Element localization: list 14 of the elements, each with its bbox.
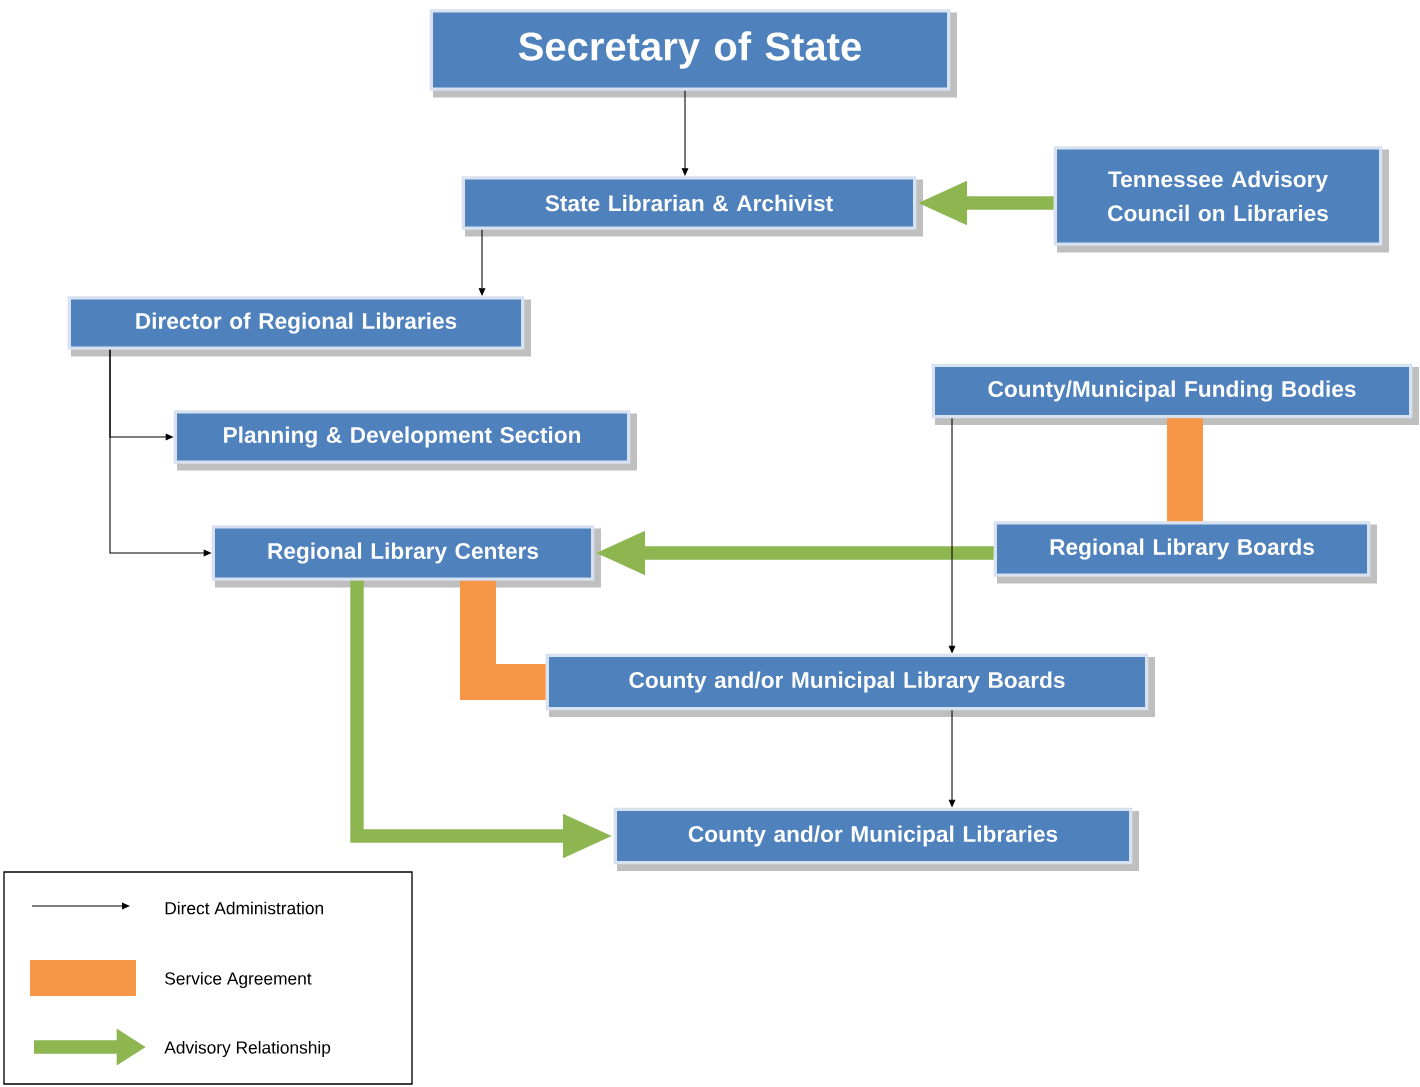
legend-label: Advisory Relationship — [164, 1040, 331, 1058]
org-box: Planning & Development Section — [173, 410, 637, 471]
legend-label: Direct Administration — [165, 901, 323, 915]
legend-label: Service Agreement — [165, 971, 312, 989]
org-box: County/Municipal Funding Bodies — [931, 363, 1419, 425]
org-box: County and/or Municipal Libraries — [613, 807, 1139, 871]
org-box: Secretary of State — [429, 9, 957, 98]
org-box: Regional Library Centers — [211, 525, 601, 588]
org-box: Regional Library Boards — [993, 521, 1377, 584]
org-box: State Librarian & Archivist — [461, 176, 923, 237]
connector-band — [1167, 418, 1203, 522]
org-box: Director of Regional Libraries — [67, 296, 531, 357]
org-box: County and/or Municipal Library Boards — [545, 653, 1155, 717]
org-box: Tennessee Advisory Council on Libraries — [1053, 146, 1389, 253]
